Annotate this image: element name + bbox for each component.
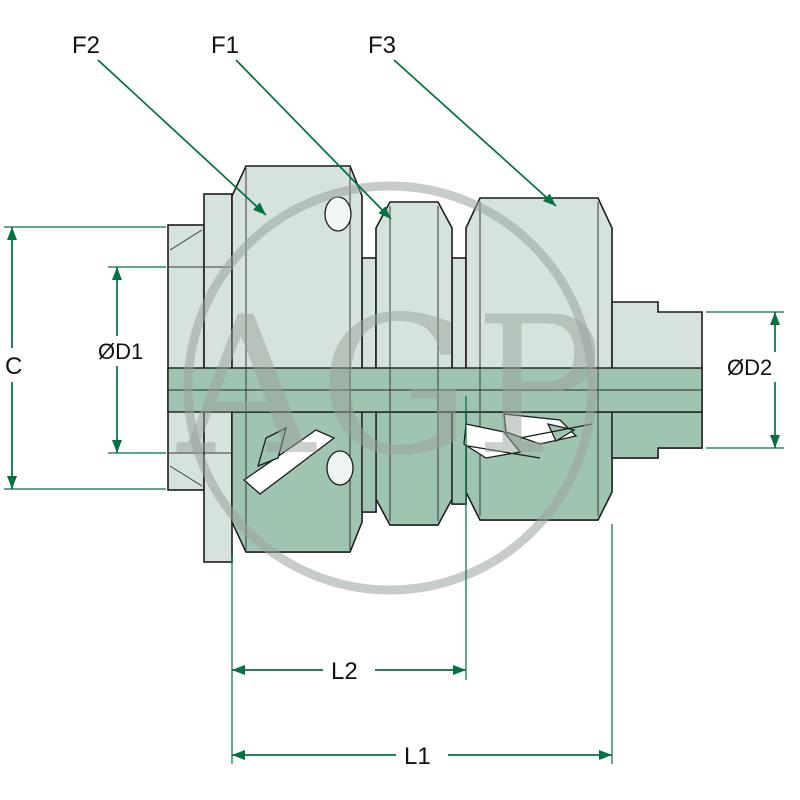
- fitting-detail-lines: [168, 168, 702, 550]
- watermark-ring: [183, 181, 597, 595]
- cutting-ring-line: [519, 423, 593, 439]
- dimension-label-backings: [0, 336, 786, 771]
- watermark: AGP: [176, 181, 607, 595]
- cutting-ring-line: [467, 445, 541, 459]
- label-f3: F3: [368, 32, 396, 59]
- dimension-lines: [4, 59, 784, 764]
- fitting-body-section: [167, 367, 703, 553]
- leader-f1: [235, 59, 392, 220]
- label-l1: L1: [404, 743, 431, 770]
- flange-chamfer: [169, 229, 203, 251]
- nut-hole-lower: [326, 450, 354, 486]
- nut-hole-upper: [324, 196, 352, 232]
- flange-chamfer: [169, 465, 203, 487]
- section-wedge-left: [257, 426, 287, 468]
- label-c: C: [5, 353, 22, 380]
- label-backing: [323, 654, 375, 686]
- label-backing: [95, 336, 155, 366]
- dimension-labels: F2 F1 F3 C ØD1 ØD2 L2 L1: [5, 32, 772, 770]
- cutting-ring-wedge: [463, 423, 522, 459]
- label-backing: [396, 739, 448, 771]
- section-channel-left: [242, 429, 336, 495]
- tube-section: [611, 411, 703, 459]
- leader-f3: [393, 59, 557, 207]
- label-f2: F2: [72, 32, 100, 59]
- fitting-section-details: [242, 196, 593, 495]
- cutting-ring-dark: [546, 423, 576, 442]
- label-d1: ØD1: [98, 339, 143, 364]
- watermark-text: AGP: [176, 276, 607, 497]
- label-l2: L2: [331, 658, 358, 685]
- label-backing: [724, 352, 786, 382]
- leader-f2: [97, 59, 267, 216]
- label-f1: F1: [211, 32, 239, 59]
- label-backing: [0, 348, 26, 382]
- label-d2: ØD2: [727, 355, 772, 380]
